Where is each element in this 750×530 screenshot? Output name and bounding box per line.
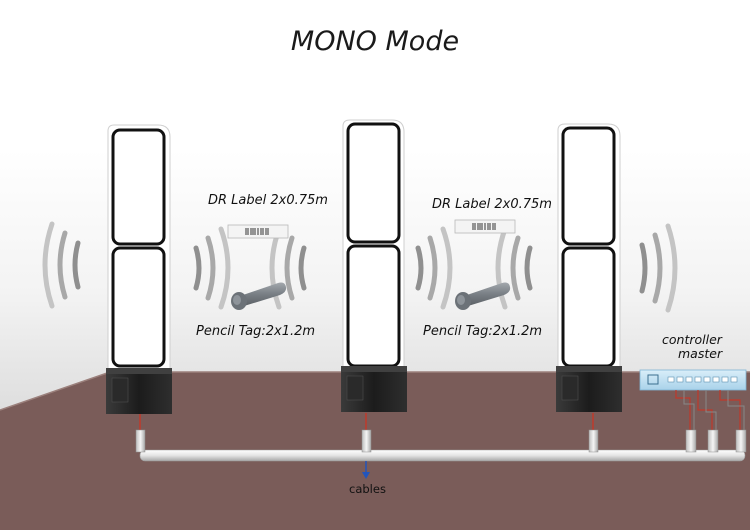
dr-label-caption-2: DR Label 2x0.75m	[432, 197, 552, 212]
pencil-tag-caption-1: Pencil Tag:2x1.2m	[196, 324, 316, 339]
signal-wave-icon	[193, 226, 231, 310]
controller-caption-line1: controller	[662, 332, 722, 347]
controller-caption-line2: master	[678, 346, 723, 361]
antenna-pillar-2	[341, 119, 407, 453]
pencil-tag-caption-2: Pencil Tag:2x1.2m	[423, 324, 543, 339]
signal-wave-icon	[42, 221, 81, 309]
cables-arrow-icon	[362, 461, 370, 479]
signal-wave-icon	[639, 223, 678, 313]
antenna-pillar-3	[556, 123, 622, 453]
cable-stub	[588, 429, 599, 453]
cables-caption: cables	[349, 482, 386, 496]
controller-master-device	[639, 369, 747, 453]
signal-wave-icon	[415, 226, 453, 310]
diagram-title: MONO Mode	[290, 26, 460, 57]
cable-stub	[135, 429, 146, 453]
pencil-tag-icon	[455, 282, 511, 310]
cable-stub	[685, 429, 697, 453]
cable-pipe	[139, 449, 746, 462]
cable-stub	[735, 429, 747, 453]
pencil-tag-icon	[231, 282, 287, 310]
dr-label-sticker-icon	[454, 219, 516, 234]
cable-stub	[707, 429, 719, 453]
dr-label-sticker-icon	[227, 224, 289, 239]
antenna-pillar-1	[106, 124, 172, 453]
signal-wave-icon	[495, 226, 533, 310]
dr-label-caption-1: DR Label 2x0.75m	[208, 193, 328, 208]
cable-stub	[361, 429, 372, 453]
